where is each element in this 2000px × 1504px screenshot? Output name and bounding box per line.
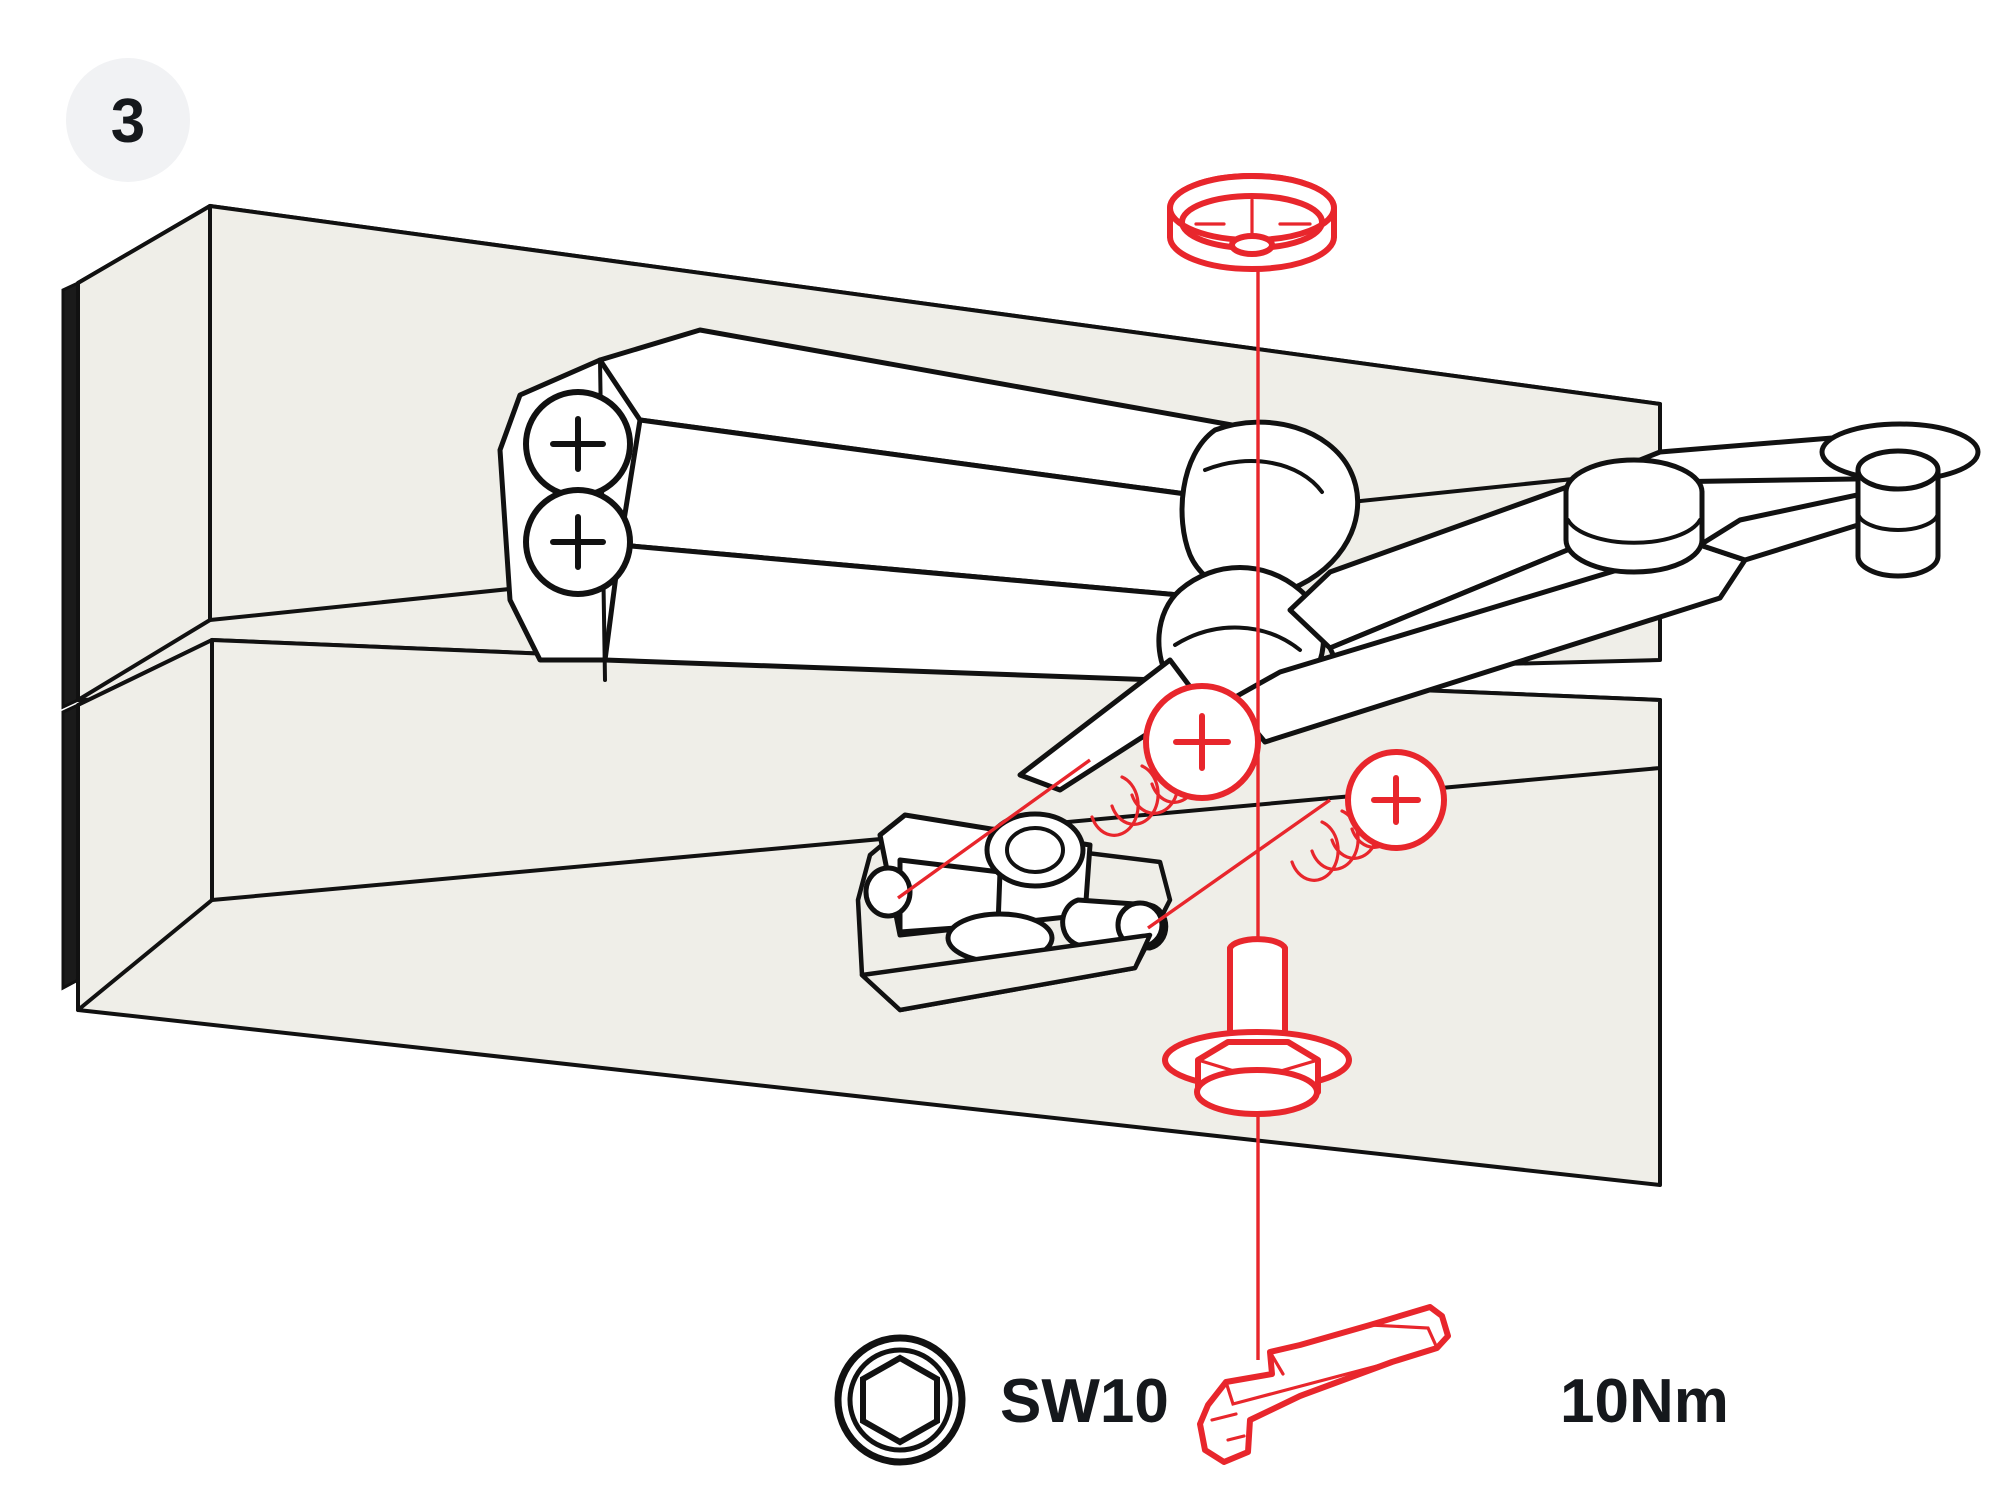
dowel-barrel-ring	[1856, 510, 1940, 532]
hinge-hole-left	[863, 865, 913, 919]
cabinet-top-panel-left-face	[76, 204, 212, 702]
step-badge: 3	[66, 58, 190, 182]
damper-head-crease	[1203, 459, 1324, 494]
dowel-barrel-top	[1855, 448, 1941, 492]
pivot-ball-crease	[1173, 625, 1302, 652]
cabinet-shelf-left-edge	[61, 702, 80, 991]
socket-hexagon	[860, 1354, 940, 1446]
black-phillips-screw-upper	[523, 389, 633, 499]
black-phillips-screw-lower	[523, 487, 633, 597]
wrench-icon	[1197, 1304, 1451, 1465]
lead-line-screw-right	[1147, 798, 1331, 930]
torque-label: 10Nm	[1560, 1367, 1729, 1436]
wrench-jaw-lines	[1210, 1412, 1246, 1442]
screw-lower-cross	[550, 514, 606, 570]
hinge-plate-front-edge	[859, 932, 1153, 1013]
arm-collar-ring	[1566, 518, 1702, 545]
cap-center-boss	[1229, 233, 1275, 257]
lead-line-screw-left	[897, 758, 1091, 900]
hinge-mounting-plate	[855, 811, 1173, 1013]
hinge-knuckle-hole	[1005, 826, 1065, 874]
screw-right-cross	[1371, 775, 1421, 825]
socket-inner-circle	[847, 1347, 953, 1453]
cabinet-assembly	[61, 204, 1662, 1187]
red-phillips-screw-left	[1090, 683, 1261, 837]
screw-left-cross	[1173, 713, 1231, 771]
wrench-inner-lines	[1224, 1323, 1439, 1406]
dowel-pin-fitting	[1819, 421, 1981, 579]
cabinet-top-left-edge	[61, 280, 80, 710]
bolt-head-bottom	[1194, 1067, 1320, 1117]
screw-upper-cross	[550, 416, 606, 472]
red-phillips-screw-right	[1290, 749, 1447, 882]
step-badge-circle	[66, 58, 190, 182]
bolt-shank	[1227, 936, 1288, 1053]
hinge-knuckle-outer	[984, 811, 1086, 889]
arm-collar-barrel	[1563, 489, 1705, 575]
assembly-lead-lines	[897, 238, 1331, 1360]
red-flange-bolt	[1162, 936, 1352, 1117]
dowel-barrel	[1855, 467, 1941, 579]
red-cap-cover	[1167, 173, 1337, 272]
tool-size-label: SW10	[1000, 1367, 1169, 1436]
arm-collar-boss	[1563, 457, 1705, 575]
step-badge-number: 3	[111, 87, 145, 156]
hex-socket-icon	[834, 1334, 966, 1466]
